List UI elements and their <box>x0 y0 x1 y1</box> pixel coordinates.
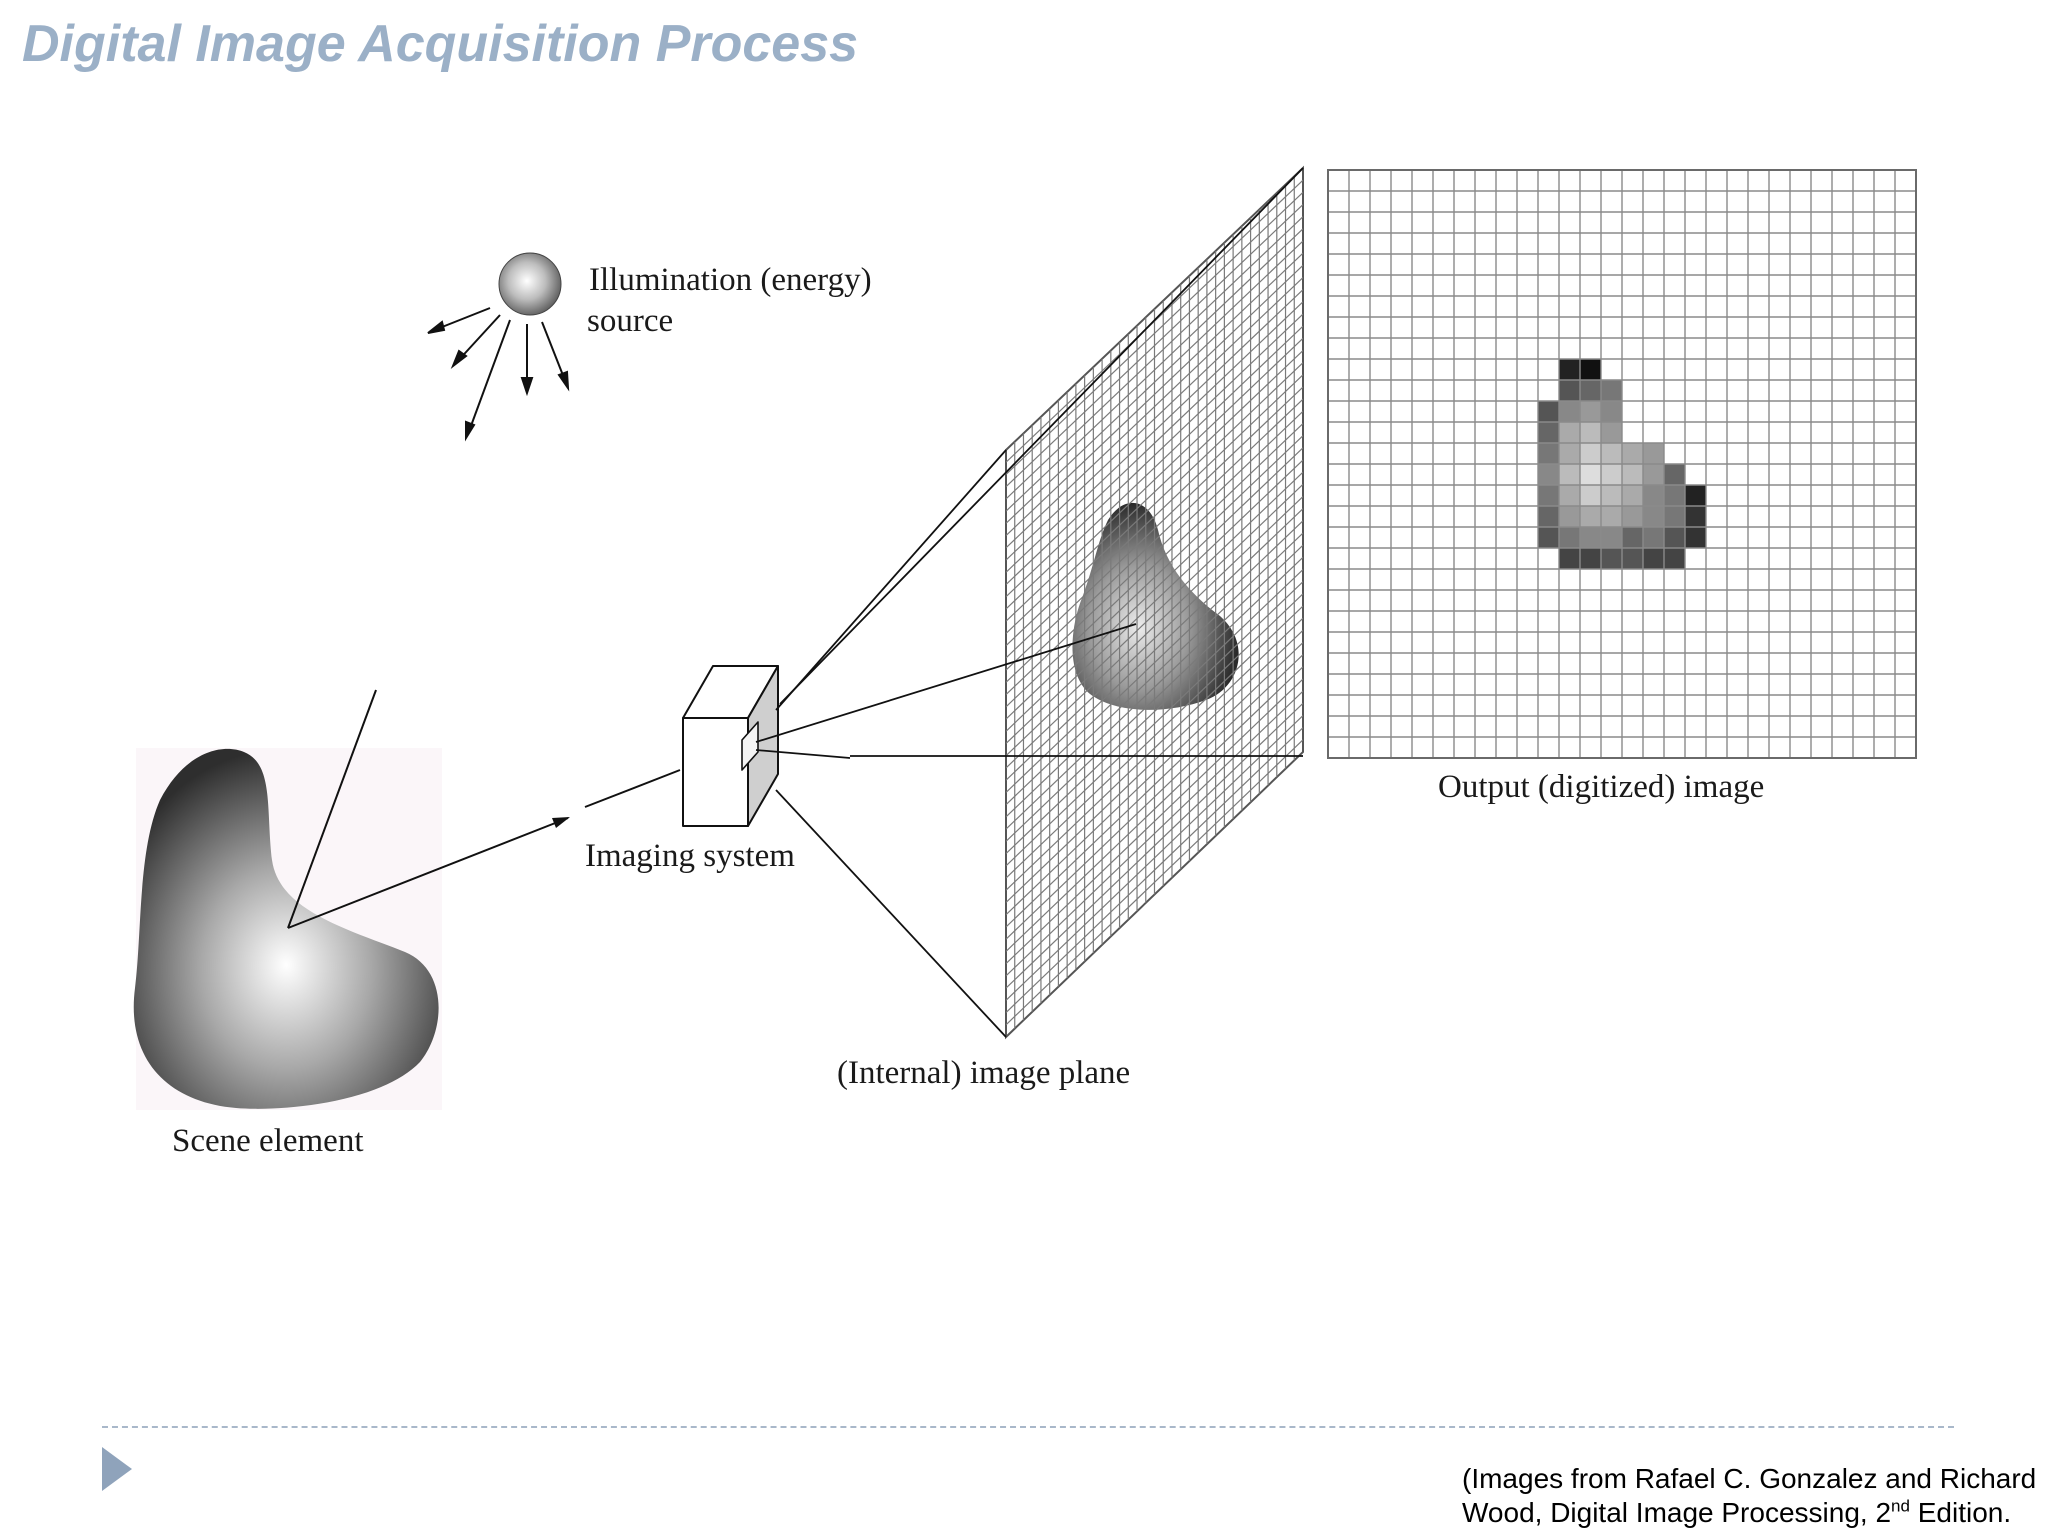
illumination-rays-icon <box>427 307 570 442</box>
citation-line1: (Images from Rafael C. Gonzalez and Rich… <box>1462 1463 2037 1494</box>
citation-line2-end: Edition. <box>1909 1497 2012 1528</box>
citation-superscript: nd <box>1891 1496 1910 1516</box>
reflected-ray-arrowhead <box>552 817 570 828</box>
label-scene-element: Scene element <box>172 1123 364 1159</box>
label-output-image: Output (digitized) image <box>1438 769 1764 805</box>
imaging-system-box <box>682 665 779 827</box>
footer-divider <box>102 1426 1954 1428</box>
output-image <box>1327 169 1917 759</box>
image-plane <box>1005 165 1304 1040</box>
label-image-plane: (Internal) image plane <box>837 1055 1130 1091</box>
citation-line2-text: Wood, Digital Image Processing, 2 <box>1462 1497 1892 1528</box>
incident-ray <box>287 689 377 929</box>
slide-title: Digital Image Acquisition Process <box>22 15 859 73</box>
citation-line2: Wood, Digital Image Processing, 2nd Edit… <box>1462 1496 2042 1530</box>
label-illumination-line2: source <box>587 303 673 339</box>
illumination-source-icon <box>498 252 562 316</box>
scene-element-blob <box>133 748 439 1109</box>
output-pixels <box>1538 359 1706 569</box>
citation: (Images from Rafael C. Gonzalez and Rich… <box>1462 1462 2042 1530</box>
projection-lines <box>755 167 1304 1038</box>
reflected-ray <box>287 817 569 929</box>
ray-segment <box>584 769 681 808</box>
triangle-bullet-icon <box>102 1447 132 1491</box>
label-imaging-system: Imaging system <box>585 838 795 874</box>
label-illumination-line1: Illumination (energy) <box>589 262 872 298</box>
